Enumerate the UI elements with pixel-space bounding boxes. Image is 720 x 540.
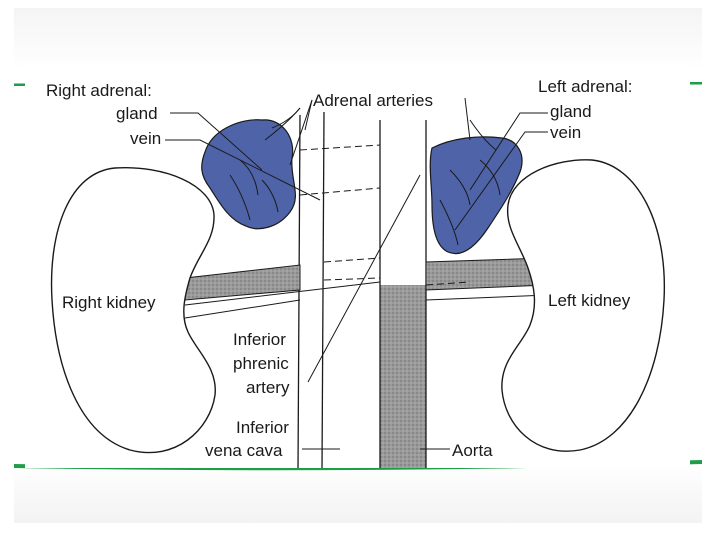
- label-inferior-phrenic-1: Inferior: [233, 330, 286, 349]
- right-renal-vessels: [184, 264, 381, 319]
- label-right-kidney: Right kidney: [62, 293, 156, 312]
- label-left-kidney: Left kidney: [548, 291, 631, 310]
- label-left-vein: vein: [550, 123, 581, 142]
- label-leader-lines: [165, 97, 548, 450]
- label-left-adrenal: Left adrenal:: [538, 77, 633, 96]
- label-aorta: Aorta: [452, 441, 493, 460]
- label-right-adrenal: Right adrenal:: [46, 81, 152, 100]
- left-kidney-shape: [501, 159, 666, 452]
- right-kidney-shape: [50, 167, 216, 454]
- adrenal-anatomy-svg: Right adrenal: gland vein Adrenal arteri…: [46, 77, 666, 471]
- label-ivc-2: vena cava: [205, 441, 283, 460]
- adrenal-artery-branches: [229, 107, 501, 246]
- label-ivc-1: Inferior: [236, 418, 289, 437]
- label-right-vein: vein: [130, 129, 161, 148]
- label-inferior-phrenic-3: artery: [246, 378, 290, 397]
- label-adrenal-arteries: Adrenal arteries: [313, 91, 433, 110]
- label-inferior-phrenic-2: phrenic: [233, 354, 289, 373]
- label-left-gland: gland: [550, 102, 592, 121]
- label-right-gland: gland: [116, 104, 158, 123]
- aorta-vessel: [379, 120, 427, 470]
- left-adrenal-gland-shape: [429, 136, 523, 255]
- diagram-labels: Right adrenal: gland vein Adrenal arteri…: [46, 77, 633, 460]
- dashed-branch-vessels: [299, 144, 471, 286]
- inferior-vena-cava-vessel: [297, 111, 325, 471]
- adrenal-anatomy-figure: Right adrenal: gland vein Adrenal arteri…: [25, 64, 690, 471]
- right-adrenal-gland-shape: [201, 119, 296, 230]
